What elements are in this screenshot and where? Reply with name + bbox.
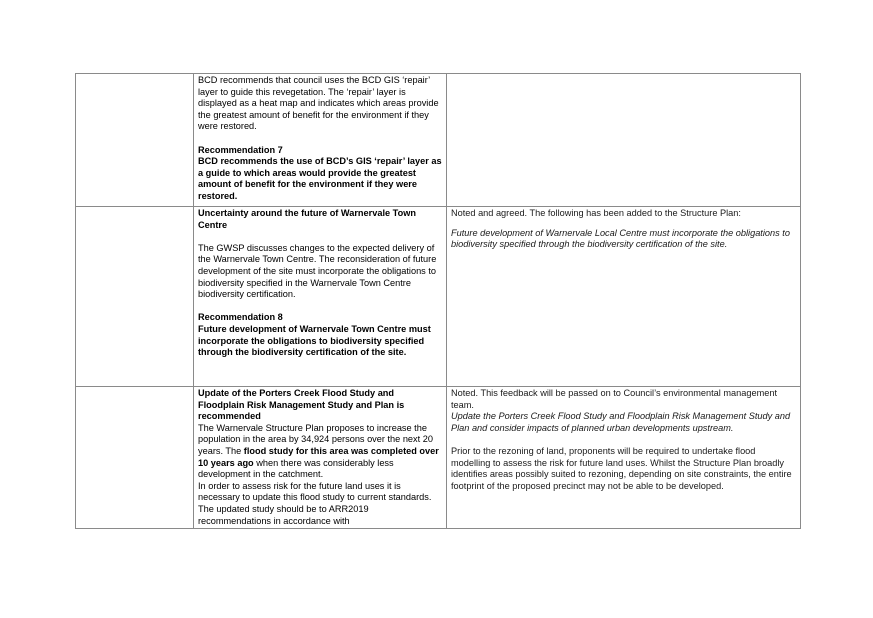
- row-3-body2: In order to assess risk for the future l…: [198, 480, 432, 526]
- row-1-submission-cell: BCD recommends that council uses the BCD…: [193, 73, 447, 207]
- row-3-ref-cell: [75, 385, 194, 530]
- row-2-body: The GWSP discusses changes to the expect…: [198, 242, 437, 300]
- row-2-submission-cell: Uncertainty around the future of Warnerv…: [193, 206, 447, 387]
- table-row: Update of the Porters Creek Flood Study …: [75, 385, 801, 530]
- row-3-heading: Update of the Porters Creek Flood Study …: [198, 388, 405, 422]
- table-row: Uncertainty around the future of Warnerv…: [75, 206, 801, 387]
- row-2-recommendation-text: Future development of Warnervale Town Ce…: [198, 323, 431, 358]
- row-2-response-cell: Noted and agreed. The following has been…: [446, 206, 801, 387]
- submissions-table: BCD recommends that council uses the BCD…: [75, 73, 801, 530]
- row-3-body-bold: flood study for this area was completed …: [198, 445, 439, 468]
- row-3-submission-cell: Update of the Porters Creek Flood Study …: [193, 385, 447, 530]
- row-1-response-cell: [446, 73, 801, 207]
- row-2-ref-cell: [75, 206, 194, 387]
- row-3-response-cell: Noted. This feedback will be passed on t…: [446, 385, 801, 530]
- row-3-body-part2: when there was considerably less develop…: [198, 457, 394, 480]
- row-1-recommendation-text: BCD recommends the use of BCD’s GIS ‘rep…: [198, 156, 442, 201]
- row-3-response-quote: Update the Porters Creek Flood Study and…: [451, 411, 791, 433]
- row-2-response: Noted and agreed. The following has been…: [451, 208, 741, 218]
- row-1-intro: BCD recommends that council uses the BCD…: [198, 75, 439, 132]
- row-3-response-para2: Prior to the rezoning of land, proponent…: [451, 445, 792, 491]
- row-2-recommendation-title: Recommendation 8: [198, 312, 283, 323]
- row-2-response-quote: Future development of Warnervale Local C…: [451, 227, 790, 250]
- row-3-body: The Warnervale Structure Plan proposes t…: [198, 423, 442, 481]
- table-row: BCD recommends that council uses the BCD…: [75, 73, 801, 207]
- row-1-ref-cell: [75, 73, 194, 207]
- row-3-body-part1: The Warnervale Structure Plan proposes t…: [198, 422, 433, 456]
- row-1-recommendation-title: Recommendation 7: [198, 144, 283, 155]
- row-2-heading: Uncertainty around the future of Warnerv…: [198, 208, 416, 230]
- row-3-response: Noted. This feedback will be passed on t…: [451, 388, 778, 410]
